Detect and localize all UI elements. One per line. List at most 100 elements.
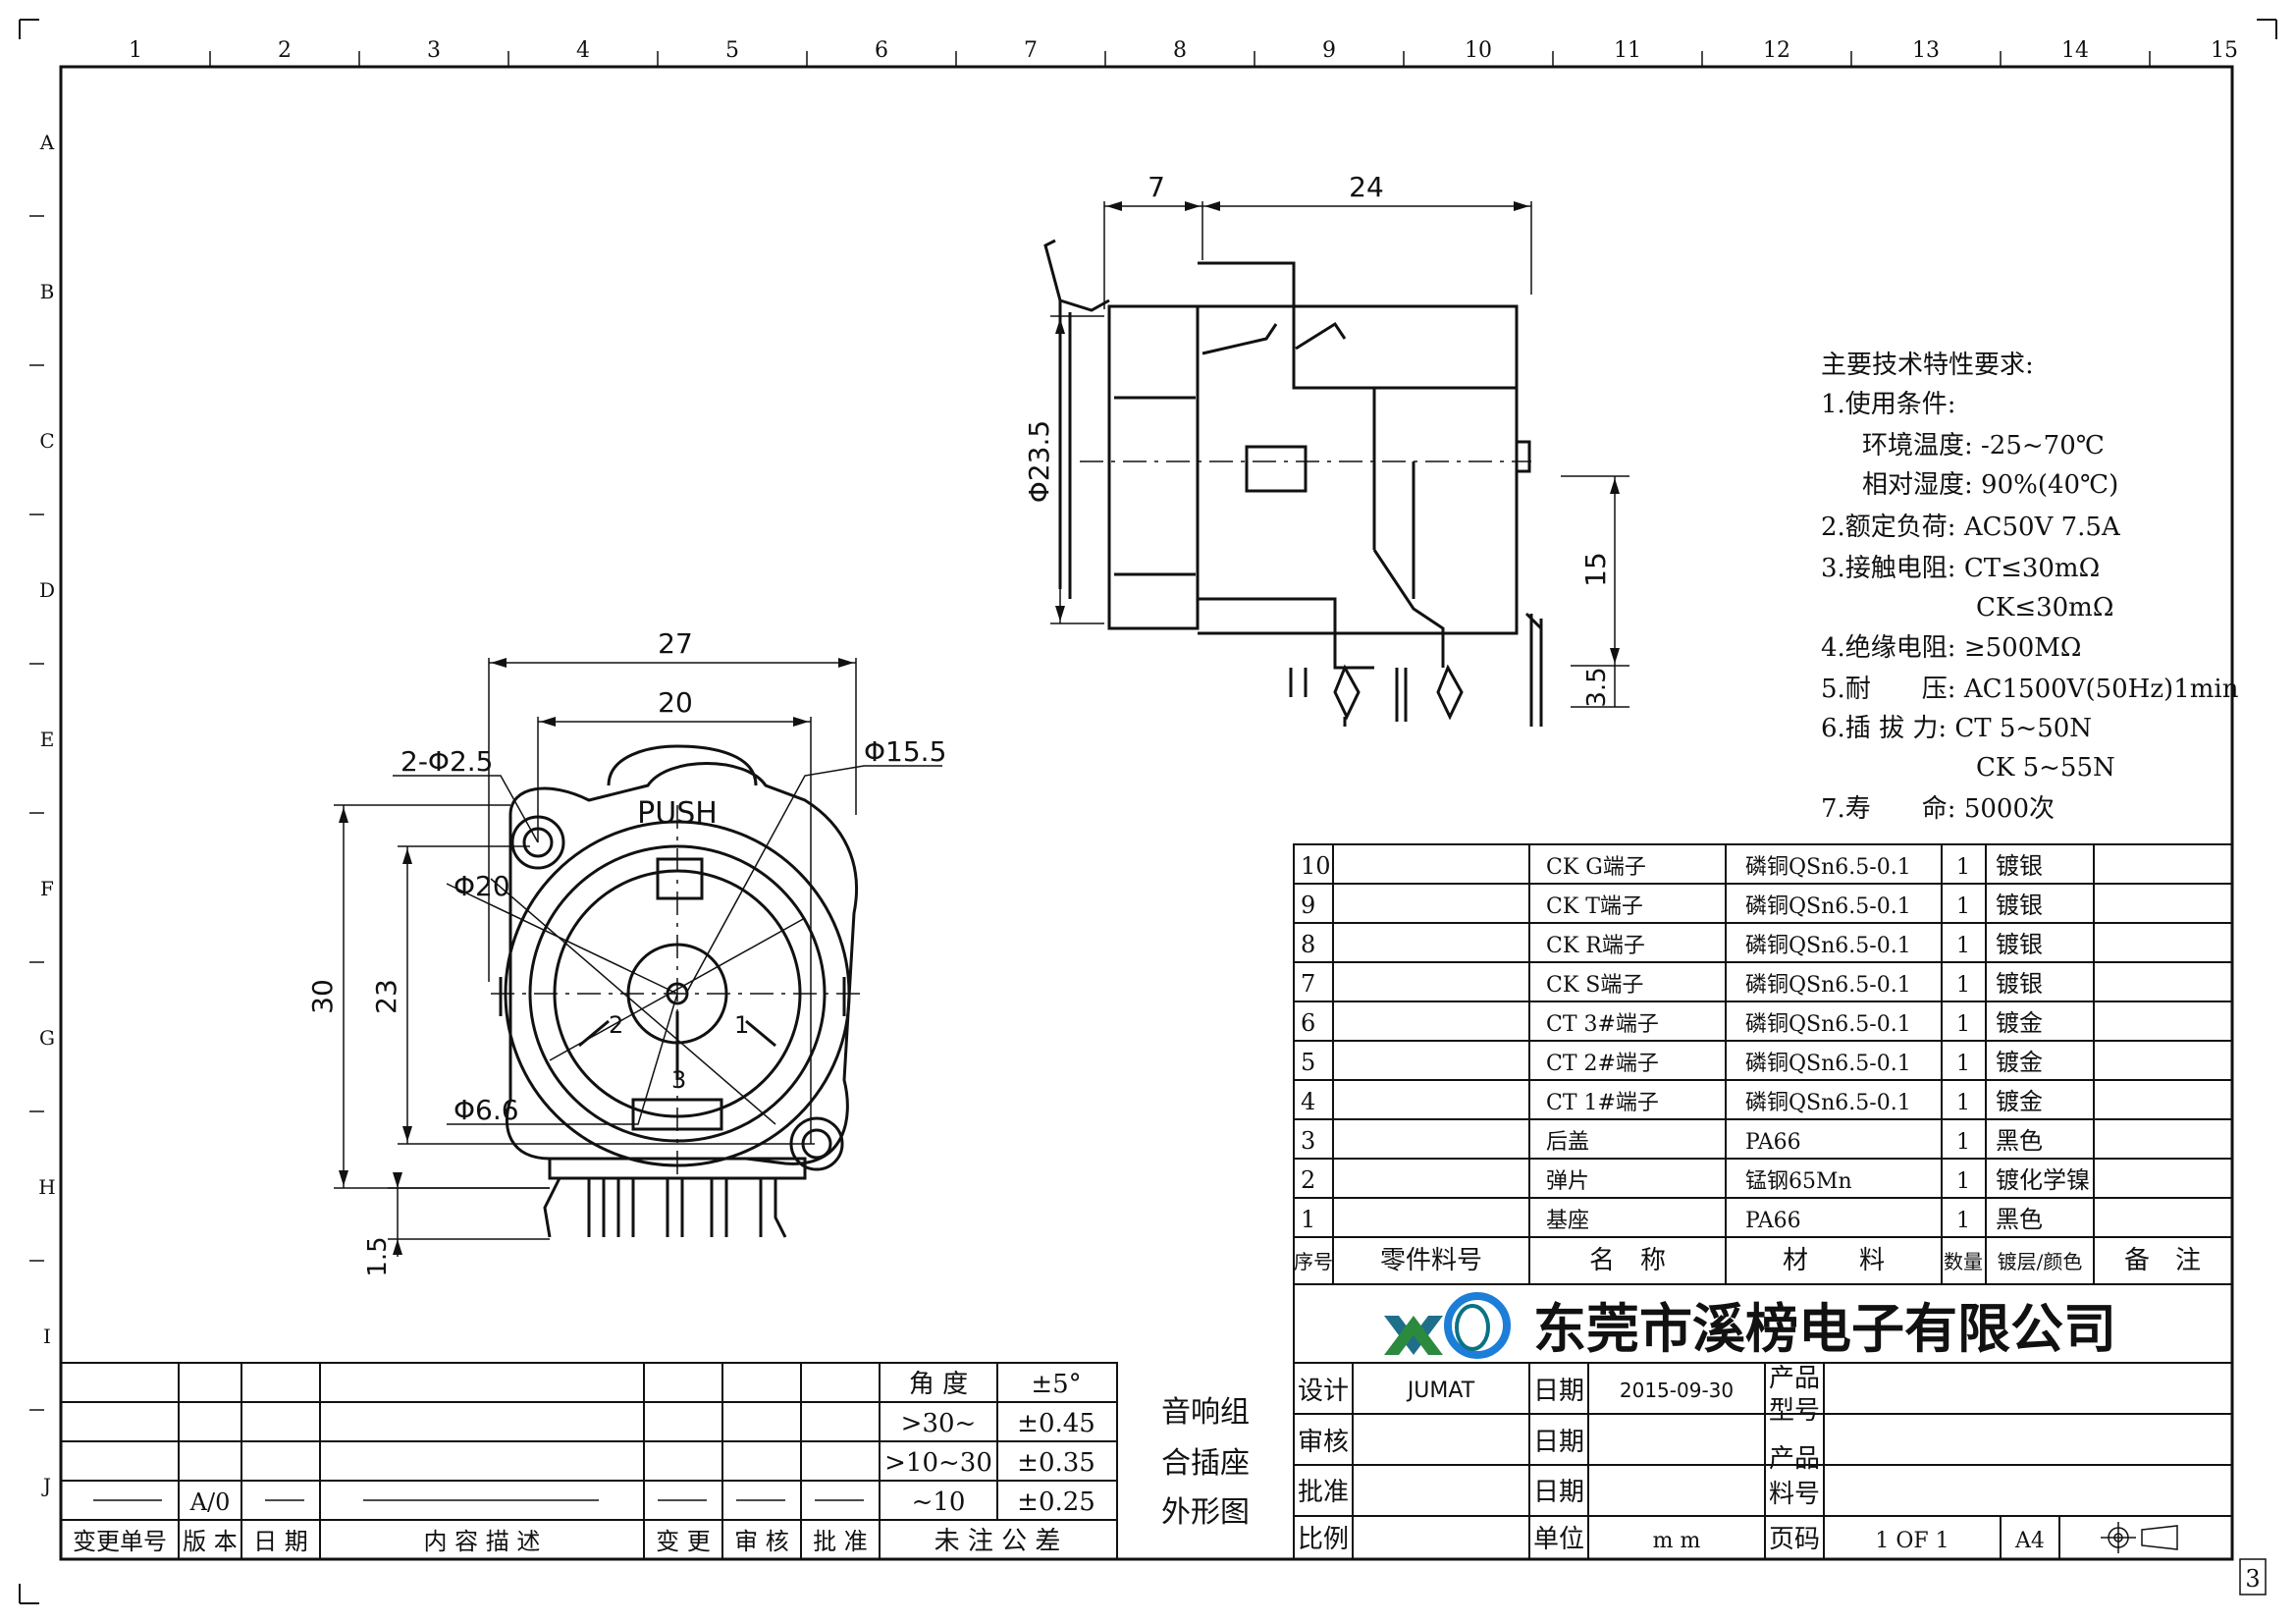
revision-text: A/0 变更单号 版 本 日 期 内 容 描 述 变 更 审 核 批 准 [73,1488,868,1555]
tol-r3-label: ~10 [912,1488,966,1517]
grid-row-label: E [40,728,55,751]
bom-finish: 镀化学镍 [1996,1166,2090,1194]
pin-1-label: 1 [734,1011,749,1039]
drawing-name-line: 音响组 [1161,1395,1250,1430]
bom-material: PA66 [1745,1130,1801,1155]
spec-line: 6.插 拔 力: CT 5~50N [1821,714,2092,743]
front-view [334,658,942,1257]
dim-front-30: 30 [306,979,339,1014]
bom-name: CT 1#端子 [1546,1091,1659,1115]
bom-qty: 1 [1956,855,1970,880]
bom-no: 10 [1301,852,1331,880]
model-label-2: 型号 [1769,1396,1820,1426]
bom-no: 3 [1301,1127,1315,1155]
grid-row-label: D [39,578,55,602]
bom-header-qty: 数量 [1944,1250,1983,1273]
bom-name: 弹片 [1546,1169,1589,1194]
bom-material: 磷铜QSn6.5-0.1 [1745,1091,1911,1115]
bom-header-material: 材 料 [1783,1246,1885,1275]
spec-title: 主要技术特性要求: [1821,351,2034,380]
drawing-frame [59,65,2234,1561]
spec-line: 环境温度: -25~70℃ [1862,431,2105,460]
company-logo [1384,1292,1511,1359]
tol-r3-value: ±0.25 [1017,1488,1095,1517]
bom-header-remark: 备 注 [2124,1246,2201,1275]
grid-row-label: I [43,1325,51,1348]
grid-col-label: 13 [1912,38,1940,63]
page-number-box [2239,1558,2267,1596]
spec-line: 4.绝缘电阻: ≥500MΩ [1821,633,2081,663]
pin-2-label: 2 [609,1011,623,1039]
spec-line: CK≤30mΩ [1976,593,2113,622]
bom-material: 磷铜QSn6.5-0.1 [1745,894,1911,919]
drawing-name-line: 合插座 [1161,1446,1250,1481]
grid-row-label: J [41,1474,51,1497]
bom-name: CK T端子 [1546,894,1643,919]
bom-no: 4 [1301,1088,1315,1115]
bom-qty: 1 [1956,1052,1970,1076]
bom-qty: 1 [1956,1169,1970,1194]
bom-no: 9 [1301,892,1315,919]
bom-qty: 1 [1956,973,1970,998]
revision-table [60,1362,1118,1560]
bom-finish: 镀金 [1996,1088,2043,1115]
grid-col-label: 10 [1465,38,1492,63]
bom-name: 基座 [1546,1209,1589,1233]
dim-front-dia20: Φ20 [454,870,510,902]
bom-header-part: 零件料号 [1380,1246,1482,1275]
spec-block: 主要技术特性要求: 1.使用条件: 环境温度: -25~70℃ 相对湿度: 90… [1821,351,2239,824]
dim-front-23: 23 [370,979,402,1014]
dim-side-24: 24 [1349,171,1384,203]
front-view-arrows [339,658,854,1255]
dim-side-3-5: 3.5 [1582,667,1612,707]
tolerance-text: 角 度 ±5° >30~ ±0.45 >10~30 ±0.35 ~10 ±0.2… [884,1370,1095,1556]
grid-row-label: F [40,877,54,900]
page-number: 3 [2245,1565,2260,1593]
grid-row-label: A [39,131,55,154]
bom-no: 6 [1301,1009,1315,1037]
bom-header-finish: 镀层/颜色 [1998,1250,2083,1273]
page-value: 1 OF 1 [1875,1529,1949,1553]
projection-symbol [2101,1522,2178,1553]
bom-finish: 镀银 [1996,970,2043,998]
bom-finish: 镀金 [1996,1009,2043,1037]
tol-r1-value: ±0.45 [1017,1409,1095,1438]
grid-col-label: 8 [1173,38,1187,63]
grid-row-label: B [40,280,55,303]
bom-header-name: 名 称 [1589,1246,1666,1275]
bom-qty: 1 [1956,934,1970,958]
part-label-2: 料号 [1769,1480,1820,1509]
revision-header: 变更单号 [73,1528,167,1555]
bom-name: CK S端子 [1546,973,1643,998]
model-label: 产品 [1769,1364,1820,1393]
unit-value: m m [1653,1529,1701,1553]
drawing-name-line: 外形图 [1161,1495,1250,1530]
part-label: 产品 [1769,1444,1820,1474]
tol-angle-value: ±5° [1031,1370,1081,1399]
grid-ticks [29,51,2151,1411]
review-label: 审核 [1298,1428,1349,1457]
design-value: JUMAT [1406,1379,1475,1403]
spec-line: 5.耐 压: AC1500V(50Hz)1min [1821,675,2239,704]
side-view-arrows [1055,201,1620,664]
spec-line: 3.接触电阻: CT≤30mΩ [1821,554,2100,583]
bom-no: 8 [1301,931,1315,958]
bom-material: 磷铜QSn6.5-0.1 [1745,855,1911,880]
bom-qty: 1 [1956,1091,1970,1115]
bom-qty: 1 [1956,1012,1970,1037]
approve-label: 批准 [1298,1478,1349,1507]
revision-header: 内 容 描 述 [424,1528,541,1555]
bom-name: CK G端子 [1546,855,1646,880]
grid-col-label: 6 [875,38,888,63]
design-label: 设计 [1298,1377,1349,1406]
